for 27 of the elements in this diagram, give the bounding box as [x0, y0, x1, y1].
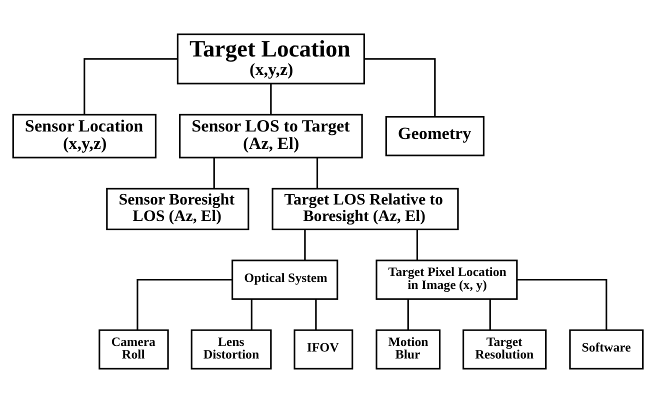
connector: [407, 298, 409, 330]
connector: [84, 58, 178, 114]
node-box: Camera Roll: [98, 328, 169, 370]
node-box: Target LOS Relative to Boresight (Az, El): [272, 187, 459, 230]
connector: [213, 157, 215, 188]
connector: [136, 278, 232, 330]
connector: [489, 298, 491, 330]
node-box: Geometry: [385, 116, 484, 156]
node-box: Target Location (x,y,z): [176, 32, 365, 84]
node-box: Software: [569, 328, 644, 370]
node-box: Sensor Boresight LOS (Az, El): [106, 187, 250, 230]
connector: [364, 58, 436, 116]
connector: [517, 278, 608, 330]
node-box: Optical System: [232, 259, 338, 300]
node-box: Target Pixel Location in Image (x, y): [376, 259, 518, 300]
connector: [316, 157, 318, 188]
node-box: Target Resolution: [462, 328, 547, 370]
node-box: Sensor Location (x,y,z): [12, 113, 156, 158]
connector: [270, 83, 272, 114]
connector: [250, 298, 252, 330]
connector: [304, 228, 306, 260]
node-box: Lens Distortion: [190, 328, 272, 370]
node-box: IFOV: [294, 328, 354, 370]
node-box: Sensor LOS to Target (Az, El): [179, 113, 363, 158]
node-box: Motion Blur: [376, 328, 441, 370]
connector: [416, 228, 418, 260]
connector: [315, 298, 317, 330]
